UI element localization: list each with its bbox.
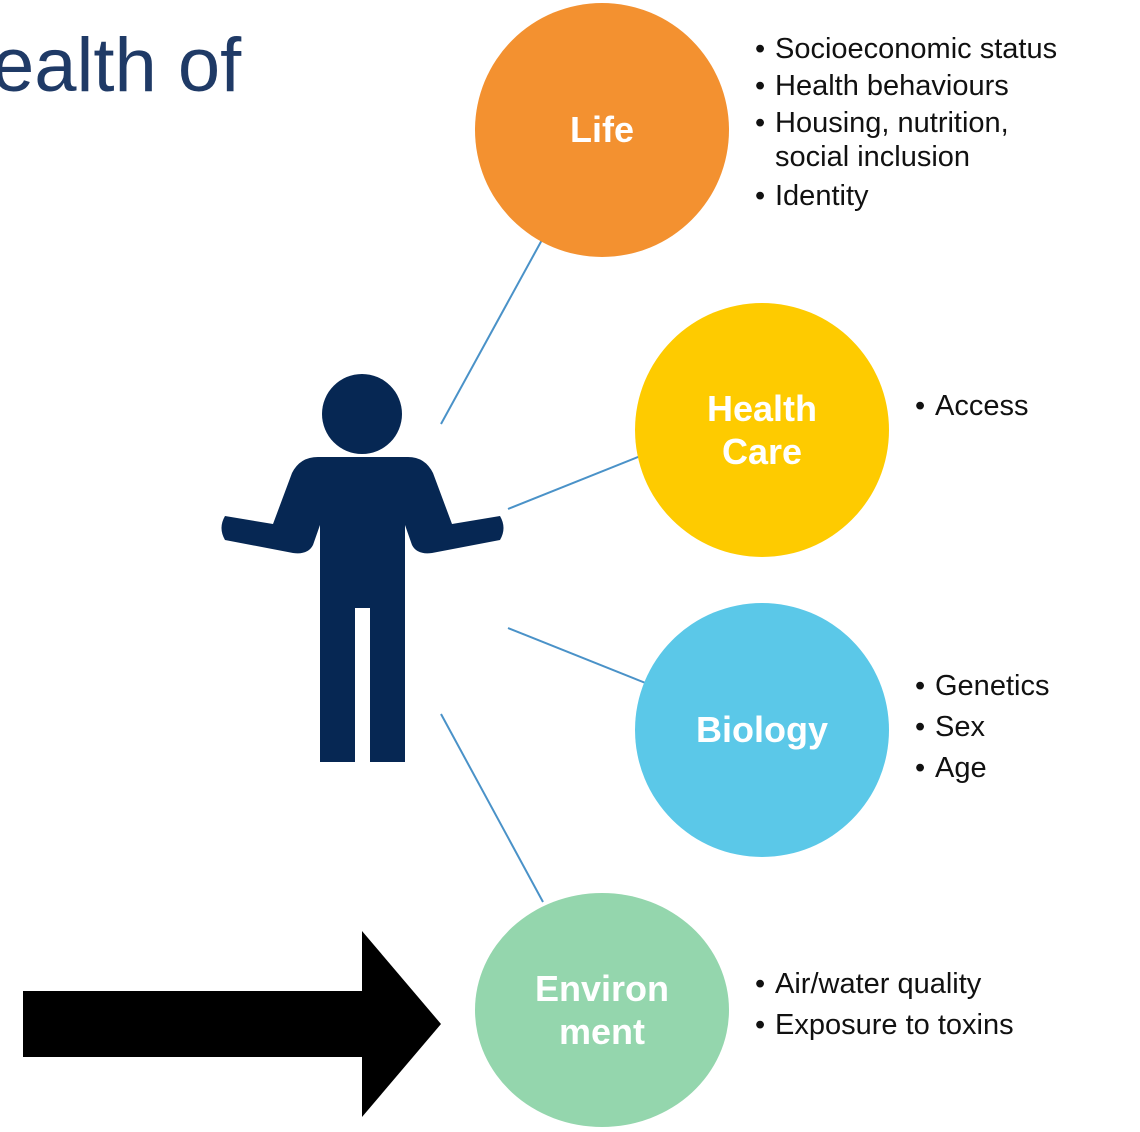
circle-health-care: Health Care (635, 303, 889, 557)
circle-health-care-label-line2: Care (721, 431, 803, 472)
connector-health-care (507, 452, 649, 510)
person-figure (221, 374, 504, 762)
circle-environment-label-line1: Environ (534, 967, 669, 1009)
bullet-item: Socioeconomic status (755, 32, 1065, 67)
circle-health-care-label-line1: Health (706, 387, 818, 429)
biology-bullet-list: Genetics Sex Age (915, 669, 1049, 791)
circle-health-care-label: Health Care (691, 387, 833, 473)
bullet-item: Access (915, 389, 1028, 424)
arrow-shape (23, 931, 441, 1117)
circle-life: Life (475, 3, 729, 257)
bullet-item: Identity (755, 179, 1065, 214)
slide-title: ealth of (0, 23, 242, 108)
connector-biology (507, 627, 649, 685)
person-head (322, 374, 402, 454)
bullet-item: Age (915, 751, 1049, 786)
health-care-bullet-list: Access (915, 389, 1028, 430)
connector-environment (440, 713, 544, 903)
circle-environment: Environ ment (475, 893, 729, 1127)
environment-bullet-list: Air/water quality Exposure to toxins (755, 967, 1014, 1049)
bullet-item: Housing, nutrition, social inclusion (755, 106, 1065, 176)
bullet-item: Health behaviours (755, 69, 1065, 104)
circle-biology-label: Biology (696, 709, 828, 751)
circle-environment-label: Environ ment (519, 967, 685, 1053)
bullet-item: Sex (915, 710, 1049, 745)
circle-biology: Biology (635, 603, 889, 857)
bullet-item: Air/water quality (755, 967, 1014, 1002)
bullet-item: Exposure to toxins (755, 1008, 1014, 1043)
person-body (221, 457, 504, 762)
life-bullet-list: Socioeconomic status Health behaviours H… (755, 32, 1065, 220)
bullet-item: Genetics (915, 669, 1049, 704)
circle-environment-label-line2: ment (558, 1011, 645, 1052)
circle-life-label: Life (569, 109, 634, 151)
connector-life (440, 237, 544, 425)
